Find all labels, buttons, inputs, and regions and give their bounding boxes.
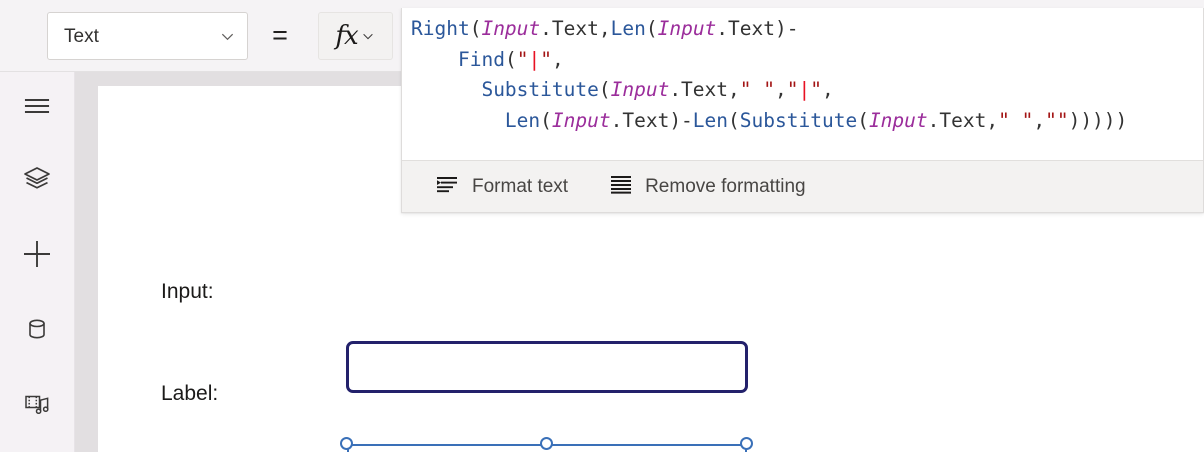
property-dropdown[interactable]: Text bbox=[47, 12, 248, 60]
formula-token-str: " bbox=[1056, 108, 1069, 132]
input-field-label: Input: bbox=[161, 280, 214, 303]
database-cylinder-icon bbox=[23, 315, 51, 348]
formula-line: Substitute(Input.Text," ","|", bbox=[411, 75, 1203, 106]
formula-token-punc: ( bbox=[504, 47, 517, 71]
plus-icon bbox=[21, 238, 53, 275]
formula-token-punc: , bbox=[598, 17, 611, 40]
formula-token-str: " bbox=[1045, 108, 1057, 132]
hamburger-menu-icon bbox=[22, 91, 52, 126]
chevron-down-icon bbox=[220, 29, 235, 44]
sidebar-item-media[interactable] bbox=[13, 382, 61, 430]
formula-token-punc: , bbox=[986, 108, 999, 132]
formula-token-punc: ( bbox=[598, 78, 611, 101]
resize-handle-top-middle[interactable] bbox=[540, 437, 553, 450]
formula-token-prop: .Text bbox=[540, 17, 599, 40]
formula-token-punc: ( bbox=[469, 17, 482, 40]
remove-formatting-icon bbox=[609, 173, 633, 200]
formula-editor-footer: Format text Remove formatting bbox=[402, 160, 1203, 212]
formula-token-cursor: | bbox=[528, 47, 541, 71]
formula-token-str: " " bbox=[739, 78, 775, 101]
formula-token-str: " " bbox=[998, 108, 1034, 132]
sidebar-item-menu[interactable] bbox=[13, 84, 61, 132]
formula-line: Find("|", bbox=[411, 45, 1203, 76]
formula-token-id: Input bbox=[481, 17, 541, 40]
formula-token-prop: .Text bbox=[927, 108, 987, 132]
resize-handle-top-left[interactable] bbox=[340, 437, 353, 450]
format-text-label: Format text bbox=[472, 176, 569, 197]
formula-token-str: " bbox=[810, 78, 822, 101]
formula-token-punc bbox=[411, 48, 458, 71]
formula-token-punc: ( bbox=[540, 108, 552, 132]
formula-token-id: Input bbox=[610, 78, 670, 101]
formula-token-fn: Substitute bbox=[739, 108, 858, 132]
remove-formatting-label: Remove formatting bbox=[645, 176, 806, 197]
formula-token-punc bbox=[411, 109, 505, 132]
left-icon-rail bbox=[0, 72, 75, 452]
formula-token-fn: Right bbox=[411, 17, 470, 40]
formula-editor-panel: Right(Input.Text,Len(Input.Text)- Find("… bbox=[401, 8, 1204, 213]
formula-token-fn: Len bbox=[610, 17, 646, 40]
rail-divider bbox=[74, 72, 75, 452]
formula-token-prop: .Text bbox=[669, 78, 729, 101]
formula-token-punc: ))))) bbox=[1068, 108, 1128, 132]
fx-glyph: fx bbox=[335, 21, 358, 51]
formula-token-fn: Find bbox=[457, 47, 505, 71]
formula-token-punc: , bbox=[728, 78, 740, 101]
formula-token-fn: Len bbox=[692, 108, 729, 132]
sidebar-item-data[interactable] bbox=[13, 307, 61, 355]
layers-icon bbox=[22, 164, 52, 199]
label-control-selection[interactable] bbox=[340, 437, 753, 452]
sidebar-item-insert[interactable] bbox=[13, 232, 61, 280]
formula-token-fn: Len bbox=[504, 108, 541, 132]
resize-handle-top-right[interactable] bbox=[740, 437, 753, 450]
formula-code-editor[interactable]: Right(Input.Text,Len(Input.Text)- Find("… bbox=[402, 8, 1203, 160]
formula-token-punc bbox=[411, 78, 481, 101]
formula-token-prop: .Text bbox=[610, 108, 670, 132]
formula-token-punc: )- bbox=[775, 17, 799, 40]
format-text-icon bbox=[434, 173, 460, 200]
format-text-button[interactable]: Format text bbox=[430, 169, 572, 205]
label-field-label: Label: bbox=[161, 382, 219, 405]
formula-token-punc: , bbox=[551, 47, 564, 71]
formula-token-id: Input bbox=[657, 17, 717, 40]
formula-token-punc: , bbox=[822, 78, 834, 101]
formula-token-punc: )- bbox=[669, 108, 693, 132]
input-textbox[interactable] bbox=[346, 341, 748, 393]
chevron-down-icon bbox=[361, 29, 376, 44]
formula-token-punc: , bbox=[1033, 108, 1046, 132]
formula-token-id: Input bbox=[551, 108, 611, 132]
formula-token-str: " bbox=[540, 47, 552, 71]
property-dropdown-value: Text bbox=[64, 25, 99, 47]
remove-formatting-button[interactable]: Remove formatting bbox=[605, 169, 810, 205]
formula-token-id: Input bbox=[868, 108, 928, 132]
formula-token-str: " bbox=[786, 78, 799, 101]
formula-token-fn: Substitute bbox=[481, 78, 599, 101]
formula-line: Len(Input.Text)-Len(Substitute(Input.Tex… bbox=[411, 106, 1203, 137]
media-icon bbox=[22, 389, 52, 424]
formula-line: Right(Input.Text,Len(Input.Text)- bbox=[411, 14, 1203, 45]
formula-token-punc: , bbox=[775, 78, 787, 101]
sidebar-item-tree-view[interactable] bbox=[13, 157, 61, 205]
formula-token-punc: ( bbox=[857, 108, 869, 132]
fx-expand-button[interactable]: fx bbox=[318, 12, 393, 60]
equals-sign: = bbox=[272, 20, 288, 50]
formula-token-prop: .Text bbox=[716, 17, 775, 40]
formula-token-cursor: | bbox=[798, 78, 811, 101]
formula-token-str: " bbox=[516, 47, 529, 71]
formula-token-punc: ( bbox=[645, 17, 658, 40]
formula-token-punc: ( bbox=[728, 108, 740, 132]
